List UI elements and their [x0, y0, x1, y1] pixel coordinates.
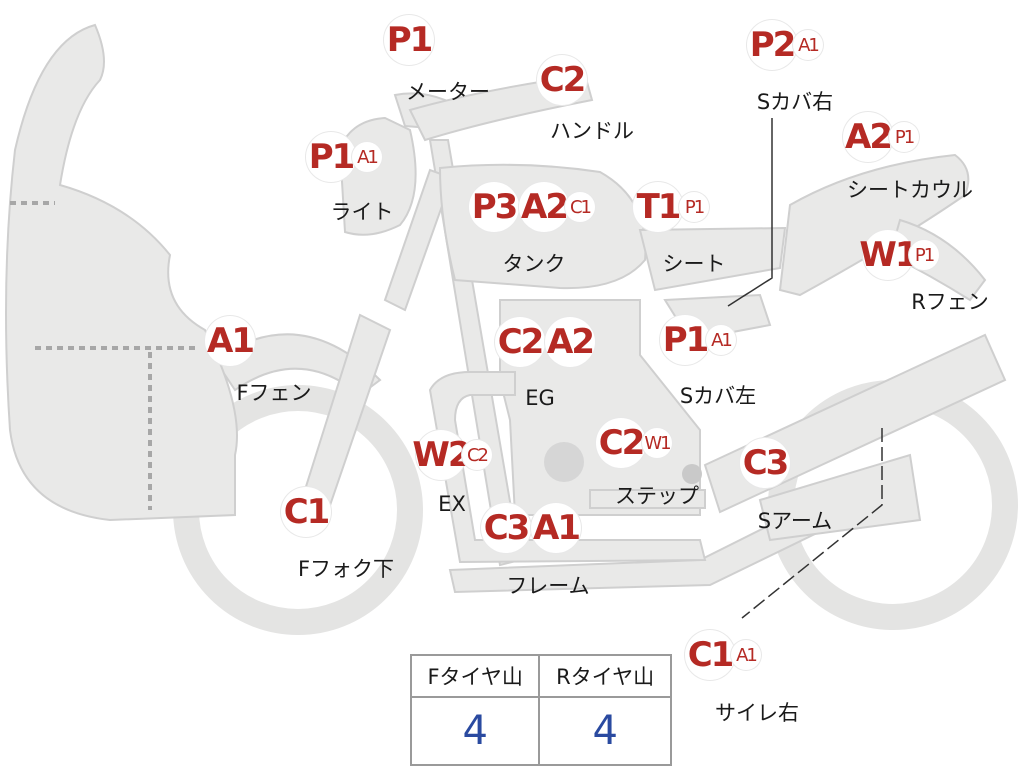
side-cover-right-badge-1: P2 — [747, 20, 797, 70]
seat-cowl-badges: A2 P1 — [843, 112, 919, 162]
side-cover-right-badge-2: A1 — [793, 30, 823, 60]
engine-label: EG — [525, 386, 555, 410]
meter-badges: P1 — [384, 15, 434, 65]
leader-line-silencer-right — [741, 428, 883, 619]
light-badges: P1 A1 — [306, 132, 382, 182]
engine-cover — [544, 442, 584, 482]
tank-badge-3: C1 — [565, 192, 595, 222]
rear-fender-badges: W1 P1 — [859, 230, 939, 280]
frame-label: フレーム — [506, 574, 590, 598]
side-cover-left-badge-1: P1 — [660, 315, 710, 365]
silencer-right-badges: C1 A1 — [685, 630, 761, 680]
seat-cowl-label: シートカウル — [847, 178, 973, 202]
rear-fender-label: Rフェン — [911, 290, 989, 314]
step — [589, 489, 706, 509]
engine-badge-1: C2 — [495, 317, 545, 367]
meter-badge-1: P1 — [384, 15, 434, 65]
rear-fender-badge-2: P1 — [909, 240, 939, 270]
front-fender-badges: A1 — [205, 316, 255, 366]
leader-line-side-cover-right — [727, 118, 773, 307]
step-label: ステップ — [615, 484, 699, 508]
handlebar-badge-1: C2 — [537, 55, 587, 105]
engine-badges: C2 A2 — [495, 317, 595, 367]
light-label: ライト — [330, 200, 394, 224]
tank-badges: P3 A2 C1 — [469, 182, 595, 232]
frame-badge-2: A1 — [531, 503, 581, 553]
rear-tire-tread-value: 4 — [538, 696, 672, 766]
tank-badge-1: P3 — [469, 182, 519, 232]
step-badge-1: C2 — [596, 418, 646, 468]
engine-badge-2: A2 — [545, 317, 595, 367]
tire-tread-table: Fタイヤ山 Rタイヤ山 4 4 — [409, 654, 672, 766]
silencer-right-badge-1: C1 — [685, 630, 735, 680]
fork-lower-badge-1: C1 — [281, 487, 331, 537]
light-badge-1: P1 — [306, 132, 356, 182]
tank-badge-2: A2 — [519, 182, 569, 232]
light-badge-2: A1 — [352, 142, 382, 172]
fairing — [5, 23, 238, 522]
front-fender-badge-1: A1 — [205, 316, 255, 366]
handlebar-label: ハンドル — [550, 119, 634, 143]
seat-badges: T1 P1 — [633, 182, 709, 232]
side-cover-right-label: Sカバ右 — [756, 90, 834, 114]
side-cover-left-badges: P1 A1 — [660, 315, 736, 365]
seat-label: シート — [662, 252, 726, 276]
handlebar-badges: C2 — [537, 55, 587, 105]
silencer-right-label: サイレ右 — [715, 701, 799, 725]
side-cover-left-badge-2: A1 — [706, 325, 736, 355]
fork-lower-badges: C1 — [281, 487, 331, 537]
step-badges: C2 W1 — [596, 418, 672, 468]
exhaust-badge-2: C2 — [462, 440, 492, 470]
swing-arm-label: Sアーム — [757, 509, 833, 533]
rear-fender-badge-1: W1 — [859, 230, 919, 280]
front-tire-tread-header: Fタイヤ山 — [409, 654, 541, 698]
front-fender-label: Fフェン — [236, 381, 312, 405]
exhaust-label: EX — [438, 492, 466, 516]
frame-badge-1: C3 — [481, 503, 531, 553]
seat-badge-2: P1 — [679, 192, 709, 222]
step-badge-2: W1 — [642, 428, 672, 458]
seat-cowl-badge-2: P1 — [889, 122, 919, 152]
swing-arm-badges: C3 — [740, 438, 790, 488]
side-cover-left-label: Sカバ左 — [679, 384, 757, 408]
seat-badge-1: T1 — [633, 182, 683, 232]
meter-label: メーター — [406, 80, 490, 104]
muffler — [758, 453, 922, 542]
tank-label: タンク — [502, 252, 566, 276]
frame-badges: C3 A1 — [481, 503, 581, 553]
seat-cowl-badge-1: A2 — [843, 112, 893, 162]
side-cover-right-badges: P2 A1 — [747, 20, 823, 70]
seat-cowl — [778, 153, 970, 297]
fork-lower-label: Fフォク下 — [297, 557, 395, 581]
exhaust-badges: W2 C2 — [412, 430, 492, 480]
engine-bolt — [682, 464, 702, 484]
seat — [638, 226, 787, 292]
front-tire-tread-value: 4 — [409, 696, 541, 766]
rear-tire-tread-header: Rタイヤ山 — [538, 654, 672, 698]
silencer-right-badge-2: A1 — [731, 640, 761, 670]
swing-arm-badge-1: C3 — [740, 438, 790, 488]
exhaust-badge-1: W2 — [412, 430, 472, 480]
